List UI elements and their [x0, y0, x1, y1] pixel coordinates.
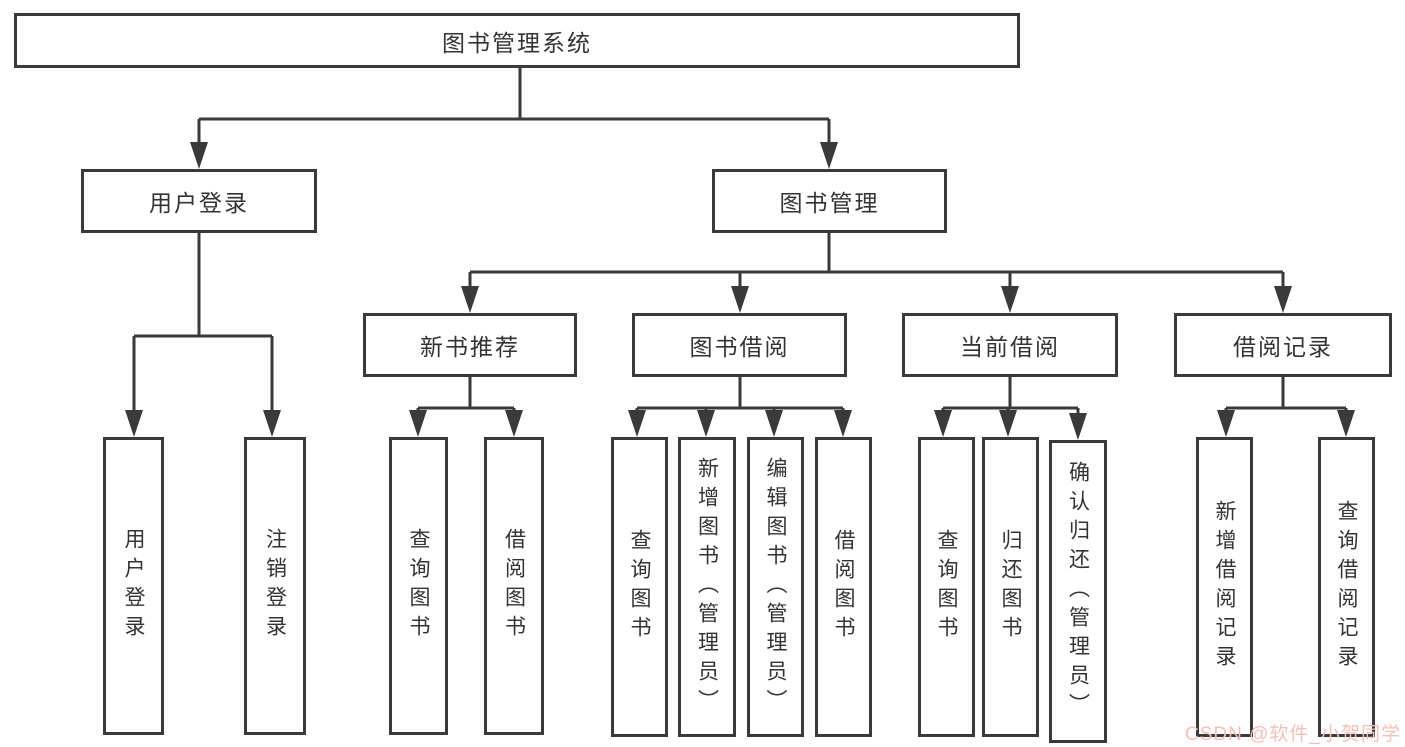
node-nbr-borrow-books-label: 借阅图书 — [502, 528, 526, 644]
node-root: 图书管理系统 — [14, 13, 1020, 68]
node-nbr-query-books-label: 查询图书 — [407, 528, 430, 644]
node-cb-query-books: 查询图书 — [918, 437, 975, 737]
node-br-query-record-label: 查询借阅记录 — [1335, 500, 1358, 674]
arrowhead — [461, 286, 479, 313]
node-login-label: 用户登录 — [122, 528, 145, 644]
connector-current-borrowing-children — [934, 377, 1087, 440]
node-cb-return-books-label: 归还图书 — [999, 529, 1022, 645]
node-user-login: 用户登录 — [81, 169, 317, 233]
arrowhead — [765, 410, 783, 437]
arrowhead — [505, 410, 523, 437]
arrowhead — [1217, 410, 1235, 437]
node-bb-add-books-admin-label: 新增图书（管理员） — [695, 456, 719, 718]
node-new-book-recommend-label: 新书推荐 — [420, 334, 520, 360]
node-logout-label: 注销登录 — [263, 528, 287, 644]
node-book-borrowing: 图书借阅 — [632, 313, 847, 377]
connector-root-to-level2 — [190, 68, 838, 169]
node-bb-borrow-books-label: 借阅图书 — [832, 529, 855, 645]
node-user-login-label: 用户登录 — [149, 190, 249, 216]
node-nbr-query-books: 查询图书 — [389, 437, 448, 735]
arrowhead — [731, 286, 749, 313]
arrowhead — [834, 410, 852, 437]
node-cb-confirm-return-admin: 确认归还（管理员） — [1049, 440, 1107, 743]
node-br-add-record-label: 新增借阅记录 — [1213, 500, 1236, 674]
node-root-label: 图书管理系统 — [442, 29, 592, 56]
node-book-borrowing-label: 图书借阅 — [689, 334, 790, 360]
arrowhead — [1274, 286, 1292, 313]
node-bb-borrow-books: 借阅图书 — [815, 437, 872, 737]
arrowhead — [820, 142, 838, 169]
arrowhead — [190, 142, 208, 169]
connector-book-management-children — [461, 233, 1292, 313]
connector-new-book-recommend-children — [409, 377, 523, 437]
node-br-add-record: 新增借阅记录 — [1196, 437, 1253, 737]
node-cb-query-books-label: 查询图书 — [935, 529, 958, 645]
arrowhead — [1069, 413, 1087, 440]
node-borrowing-records-label: 借阅记录 — [1233, 334, 1333, 360]
connector-user-login-children — [125, 233, 281, 437]
node-nbr-borrow-books: 借阅图书 — [484, 437, 544, 735]
connector-borrowing-records-children — [1217, 377, 1355, 437]
node-bb-edit-books-admin-label: 编辑图书（管理员） — [764, 456, 787, 718]
node-book-management: 图书管理 — [712, 169, 947, 233]
node-borrowing-records: 借阅记录 — [1174, 313, 1392, 377]
node-login: 用户登录 — [103, 437, 164, 735]
node-logout: 注销登录 — [244, 437, 306, 735]
node-current-borrowing-label: 当前借阅 — [960, 334, 1060, 360]
node-br-query-record: 查询借阅记录 — [1318, 437, 1375, 737]
node-new-book-recommend: 新书推荐 — [363, 313, 577, 377]
node-current-borrowing: 当前借阅 — [902, 313, 1118, 377]
node-bb-query-books-label: 查询图书 — [628, 529, 651, 645]
arrowhead — [697, 410, 715, 437]
node-cb-return-books: 归还图书 — [982, 437, 1039, 737]
connector-book-borrowing-children — [628, 377, 852, 437]
arrowhead — [934, 410, 952, 437]
arrowhead — [1337, 410, 1355, 437]
node-cb-confirm-return-admin-label: 确认归还（管理员） — [1066, 461, 1090, 722]
arrowhead — [1001, 286, 1019, 313]
arrowhead — [125, 410, 143, 437]
node-bb-edit-books-admin: 编辑图书（管理员） — [747, 437, 804, 737]
arrowhead — [628, 410, 646, 437]
node-bb-query-books: 查询图书 — [611, 437, 668, 737]
arrowhead — [263, 410, 281, 437]
node-book-management-label: 图书管理 — [779, 190, 880, 216]
csdn-watermark: CSDN @软件_小贺同学 — [1185, 724, 1401, 745]
arrowhead — [999, 410, 1017, 437]
node-bb-add-books-admin: 新增图书（管理员） — [678, 437, 736, 737]
arrowhead — [409, 410, 427, 437]
